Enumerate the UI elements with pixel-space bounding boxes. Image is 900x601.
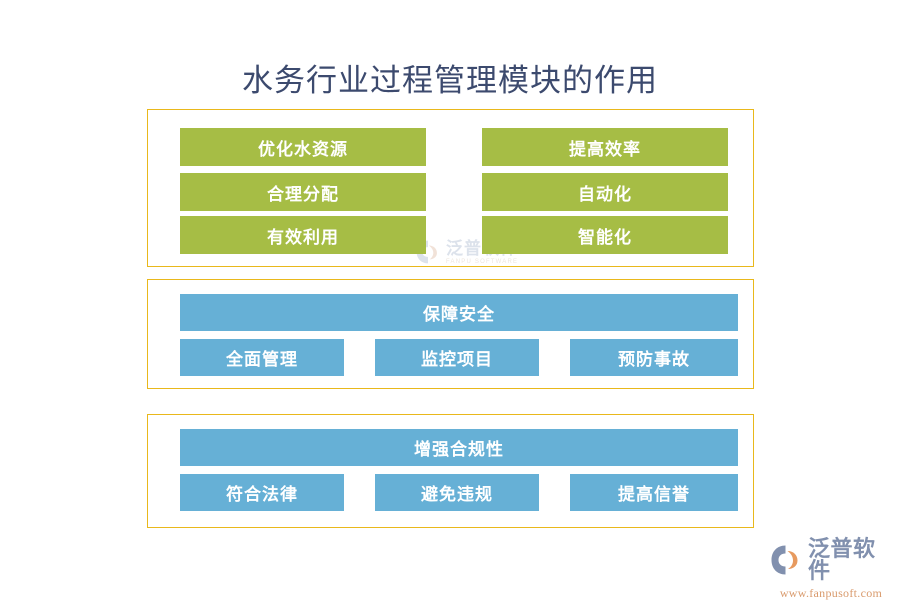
- bar-improve-efficiency[interactable]: 提高效率: [482, 128, 728, 166]
- bar-comply-with-law[interactable]: 符合法律: [180, 474, 344, 511]
- bar-monitor-projects[interactable]: 监控项目: [375, 339, 539, 376]
- fanpu-logo-mark-icon: [770, 544, 802, 576]
- bar-effective-utilization[interactable]: 有效利用: [180, 216, 426, 254]
- logo-website-url: www.fanpusoft.com: [779, 586, 883, 600]
- bar-improve-reputation[interactable]: 提高信誉: [570, 474, 738, 511]
- bar-rational-allocation[interactable]: 合理分配: [180, 173, 426, 211]
- logo-brand-name: 泛普软件: [808, 536, 876, 583]
- bar-header-enhance-compliance[interactable]: 增强合规性: [180, 429, 738, 466]
- bar-intelligence[interactable]: 智能化: [482, 216, 728, 254]
- bar-avoid-violations[interactable]: 避免违规: [375, 474, 539, 511]
- group-box-safety: 保障安全 全面管理 监控项目 预防事故: [147, 279, 754, 389]
- page-title: 水务行业过程管理模块的作用: [242, 63, 658, 98]
- bar-header-ensure-safety[interactable]: 保障安全: [180, 294, 738, 331]
- bar-automation[interactable]: 自动化: [482, 173, 728, 211]
- group-box-compliance: 增强合规性 符合法律 避免违规 提高信誉: [147, 414, 754, 528]
- bar-prevent-accidents[interactable]: 预防事故: [570, 339, 738, 376]
- group-box-capabilities: 优化水资源 合理分配 有效利用 提高效率 自动化 智能化: [147, 109, 754, 267]
- bar-optimize-water-resources[interactable]: 优化水资源: [180, 128, 426, 166]
- bar-comprehensive-management[interactable]: 全面管理: [180, 339, 344, 376]
- brand-logo: 泛普软件 www.fanpusoft.com: [770, 536, 892, 600]
